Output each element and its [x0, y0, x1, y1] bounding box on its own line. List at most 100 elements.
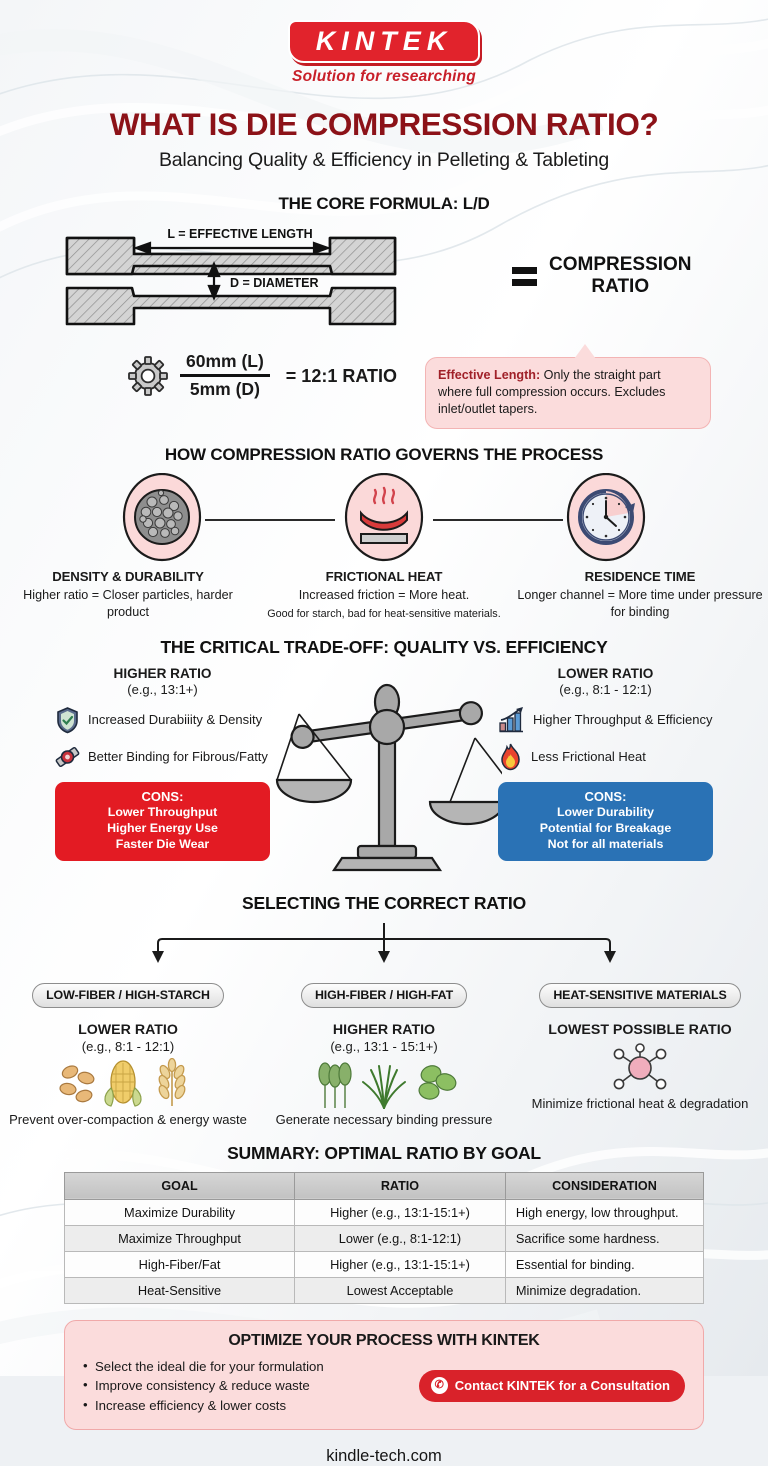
callout-body: Only the straight part where full compre…: [438, 368, 666, 416]
category-column: HEAT-SENSITIVE MATERIALS: [512, 982, 768, 1008]
selecting-text: Prevent over-compaction & energy waste: [9, 1112, 247, 1128]
tradeoff-bullet-text: Better Binding for Fibrous/Fatty: [88, 749, 268, 765]
process-captions: DENSITY & DURABILITY Higher ratio = Clos…: [0, 569, 768, 620]
process-item: DENSITY & DURABILITY Higher ratio = Clos…: [0, 569, 256, 620]
table-cell-ratio: Higher (e.g., 13:1-15:1+): [294, 1250, 506, 1278]
table-cell-ratio: Lowest Acceptable: [294, 1276, 506, 1304]
selecting-subheading: (e.g., 13:1 - 15:1+): [330, 1039, 438, 1055]
higher-ratio-panel: HIGHER RATIO (e.g., 13:1+) Increased Dur…: [55, 666, 270, 861]
compression-ratio-label: COMPRESSION RATIO: [549, 254, 692, 298]
selecting-icon-group: [0, 1057, 256, 1111]
clock-icon: [566, 473, 646, 562]
selecting-column: LOWEST POSSIBLE RATIO: [512, 1008, 768, 1129]
cons-line: Lower Durability: [556, 805, 655, 820]
contact-kintek-button[interactable]: ✆ Contact KINTEK for a Consultation: [418, 1370, 685, 1403]
table-header-row: GOAL RATIO CONSIDERATION: [63, 1171, 705, 1200]
cons-line: Faster Die Wear: [115, 837, 210, 852]
equals-sign-icon: [512, 266, 537, 286]
selecting-section: SELECTING THE CORRECT RATIO LOW-FIBER / …: [0, 893, 768, 1129]
shield-check-icon: [57, 706, 78, 734]
tradeoff-bullet-text: Increased Durabiiity & Density: [88, 712, 263, 728]
binding-link-icon: [55, 746, 80, 767]
length-label-text: L = EFFECTIVE LENGTH: [167, 227, 312, 241]
table-cell-goal: Heat-Sensitive: [63, 1276, 296, 1304]
category-column: HIGH-FIBER / HIGH-FAT: [256, 982, 512, 1008]
selecting-heading: LOWER RATIO: [78, 1021, 178, 1038]
tradeoff-body: HIGHER RATIO (e.g., 13:1+) Increased Dur…: [0, 666, 768, 881]
lower-ratio-panel: LOWER RATIO (e.g., 8:1 - 12:1) Higher Th…: [498, 666, 713, 861]
process-icons-row: [0, 473, 768, 565]
infographic-page: KINTEK Solution for researching WHAT IS …: [0, 0, 768, 1376]
die-diagram-row: L = EFFECTIVE LENGTH D = DIAMETER COMPRE…: [0, 226, 768, 341]
cta-row: Select the ideal die for your formulatio…: [83, 1356, 685, 1416]
table-cell-ratio: Lower (e.g., 8:1-12:1): [294, 1224, 506, 1252]
higher-ratio-heading: HIGHER RATIO: [113, 665, 212, 681]
core-formula-title: THE CORE FORMULA: L/D: [278, 194, 490, 214]
cta-bullet-list: Select the ideal die for your formulatio…: [83, 1356, 324, 1416]
frictional-heat-icon: [344, 473, 424, 562]
grains-corn-wheat-icon: [59, 1058, 186, 1108]
ratio-word: RATIO: [591, 276, 650, 298]
selecting-section-title: SELECTING THE CORRECT RATIO: [242, 892, 526, 913]
pill-low-fiber-high-starch[interactable]: LOW-FIBER / HIGH-STARCH: [32, 982, 224, 1008]
pill-high-fiber-high-fat[interactable]: HIGH-FIBER / HIGH-FAT: [300, 982, 468, 1008]
table-header-ratio: RATIO: [294, 1171, 506, 1200]
tradeoff-bullet: Better Binding for Fibrous/Fatty: [55, 743, 270, 771]
diameter-label-text: D = DIAMETER: [230, 276, 319, 290]
table-cell-consideration: Essential for binding.: [504, 1250, 705, 1278]
tradeoff-bullet: Less Frictional Heat: [498, 743, 713, 771]
tradeoff-bullet-text: Higher Throughput & Efficiency: [533, 712, 713, 728]
table-header-goal: GOAL: [63, 1171, 296, 1200]
cons-line: Higher Energy Use: [107, 821, 218, 836]
branch-connector: [152, 922, 616, 963]
cta-bullet: Increase efficiency & lower costs: [83, 1395, 324, 1416]
selecting-column: LOWER RATIO (e.g., 8:1 - 12:1): [0, 1008, 256, 1129]
table-header-consideration: CONSIDERATION: [504, 1171, 705, 1200]
core-formula-section: THE CORE FORMULA: L/D: [0, 194, 768, 429]
process-text: Higher ratio = Closer particles, harder …: [23, 588, 233, 619]
selecting-icon-group: [512, 1041, 768, 1095]
cta-bullet: Select the ideal die for your formulatio…: [83, 1356, 324, 1377]
connector-line-2: [433, 519, 563, 521]
logo-tagline: Solution for researching: [292, 68, 476, 86]
flame-icon: [501, 743, 520, 770]
example-calculation-row: 60mm (L) 5mm (D) = 12:1 RATIO Effective …: [0, 344, 768, 429]
example-calculation: 60mm (L) 5mm (D) = 12:1 RATIO: [128, 351, 397, 401]
page-title: WHAT IS DIE COMPRESSION RATIO?: [109, 106, 659, 143]
process-section-title: HOW COMPRESSION RATIO GOVERNS THE PROCES…: [164, 445, 604, 465]
process-text: Increased friction = More heat.: [298, 588, 470, 603]
cons-heading: CONS:: [584, 788, 627, 804]
callout-lead: Effective Length:: [438, 368, 541, 383]
category-pill-row: LOW-FIBER / HIGH-STARCH HIGH-FIBER / HIG…: [0, 982, 768, 1008]
selecting-subheading: (e.g., 8:1 - 12:1): [81, 1039, 175, 1055]
brand-logo: KINTEK Solution for researching: [0, 0, 768, 86]
lower-ratio-cons-box: CONS: Lower Durability Potential for Bre…: [498, 781, 713, 861]
fraction-denominator: 5mm (D): [189, 379, 260, 400]
process-heading: FRICTIONAL HEAT: [325, 569, 443, 585]
category-column: LOW-FIBER / HIGH-STARCH: [0, 982, 256, 1008]
process-heading: DENSITY & DURABILITY: [52, 569, 204, 585]
selecting-text: Generate necessary binding pressure: [275, 1112, 493, 1128]
process-item: RESIDENCE TIME Longer channel = More tim…: [512, 569, 768, 620]
bar-chart-up-icon: [499, 706, 523, 732]
table-row: Maximize Throughput Lower (e.g., 8:1-12:…: [63, 1224, 705, 1252]
background-texture: [0, 0, 768, 1376]
higher-ratio-cons-box: CONS: Lower Throughput Higher Energy Use…: [55, 781, 270, 861]
cons-line: Not for all materials: [547, 837, 664, 852]
tradeoff-bullet: Higher Throughput & Efficiency: [498, 706, 713, 734]
pill-heat-sensitive-materials[interactable]: HEAT-SENSITIVE MATERIALS: [539, 982, 741, 1008]
table-row: Heat-Sensitive Lowest Acceptable Minimiz…: [63, 1276, 705, 1304]
ratio-fraction: 60mm (L) 5mm (D): [180, 351, 270, 401]
selecting-heading: HIGHER RATIO: [332, 1021, 436, 1038]
table-cell-consideration: Sacrifice some hardness.: [504, 1224, 705, 1252]
selecting-column: HIGHER RATIO (e.g., 13:1 - 15:1+): [256, 1008, 512, 1129]
table-cell-ratio: Higher (e.g., 13:1-15:1+): [294, 1198, 506, 1226]
plants-grass-seeds-icon: [318, 1062, 457, 1110]
particles-circle-icon: [122, 473, 202, 562]
cons-line: Potential for Breakage: [539, 821, 672, 836]
process-text: Longer channel = More time under pressur…: [517, 588, 763, 619]
effective-length-callout: Effective Length: Only the straight part…: [425, 344, 711, 429]
logo-wordmark: KINTEK: [287, 20, 481, 64]
cta-panel: OPTIMIZE YOUR PROCESS WITH KINTEK Select…: [64, 1319, 704, 1431]
fraction-numerator: 60mm (L): [180, 351, 270, 378]
